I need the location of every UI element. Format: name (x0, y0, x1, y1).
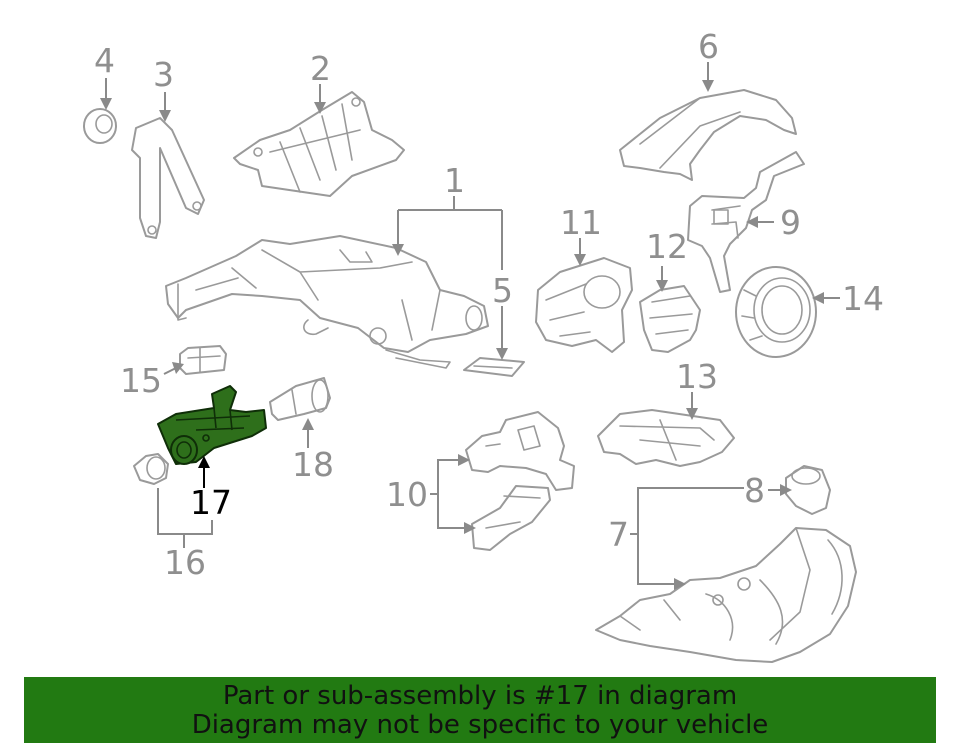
part-17-ignition-housing[interactable] (157, 385, 267, 465)
arrow-10b (464, 522, 476, 534)
arrow-15 (172, 362, 184, 374)
part-18-lock-cylinder[interactable] (269, 377, 331, 421)
arrow-3 (159, 110, 171, 122)
leader-15 (163, 367, 177, 375)
leader-1 (397, 196, 503, 270)
arrow-2 (314, 102, 326, 114)
callout-4[interactable]: 4 (94, 41, 115, 80)
part-6-upper-shroud[interactable] (619, 89, 797, 181)
callout-9[interactable]: 9 (780, 203, 801, 242)
part-3-bracket[interactable] (131, 117, 205, 239)
arrow-7 (674, 578, 686, 590)
arrow-14 (812, 292, 824, 304)
arrow-10a (458, 454, 470, 466)
callout-13[interactable]: 13 (676, 357, 718, 396)
callout-1[interactable]: 1 (444, 161, 465, 200)
part-10-bracket-lower[interactable] (471, 485, 551, 551)
leader-10 (430, 459, 466, 529)
callout-10[interactable]: 10 (386, 475, 428, 514)
part-2-mount-bracket[interactable] (233, 91, 405, 197)
callout-16[interactable]: 16 (164, 543, 206, 582)
callout-12[interactable]: 12 (646, 227, 688, 266)
arrow-11 (574, 254, 586, 266)
part-5-plate[interactable] (463, 357, 525, 377)
callout-2[interactable]: 2 (310, 49, 331, 88)
part-14-clockspring[interactable] (735, 266, 817, 358)
arrow-9 (746, 216, 758, 228)
part-7-lower-shroud[interactable] (595, 527, 857, 663)
part-8-knob[interactable] (785, 465, 831, 515)
callout-6[interactable]: 6 (698, 27, 719, 66)
callout-18[interactable]: 18 (292, 445, 334, 484)
callout-15[interactable]: 15 (120, 361, 162, 400)
callout-7[interactable]: 7 (608, 515, 629, 554)
part-16-cap[interactable] (133, 453, 169, 485)
arrow-13 (686, 408, 698, 420)
part-4-grommet[interactable] (83, 108, 117, 144)
arrow-8 (780, 484, 792, 496)
part-15-connector[interactable] (179, 345, 227, 375)
arrow-5 (496, 348, 508, 360)
banner-line-1: Part or sub-assembly is #17 in diagram (222, 681, 738, 711)
part-12-module[interactable] (639, 285, 701, 353)
part-10-bracket-upper[interactable] (465, 411, 575, 491)
arrow-17 (198, 456, 210, 468)
arrow-4 (100, 98, 112, 110)
callout-11[interactable]: 11 (560, 203, 602, 242)
leader-7 (630, 487, 744, 585)
callout-5[interactable]: 5 (492, 271, 513, 310)
part-11-switch-module[interactable] (535, 257, 633, 353)
callout-3[interactable]: 3 (153, 55, 174, 94)
arrow-18 (302, 418, 314, 430)
leader-16 (157, 488, 213, 548)
info-banner: Part or sub-assembly is #17 in diagram D… (24, 677, 936, 743)
arrow-12 (656, 280, 668, 292)
callout-8[interactable]: 8 (744, 471, 765, 510)
arrow-6 (702, 80, 714, 92)
callout-17[interactable]: 17 (190, 483, 232, 522)
arrow-1 (392, 244, 404, 256)
callout-14[interactable]: 14 (842, 279, 884, 318)
part-13-bracket[interactable] (597, 409, 735, 467)
part-1-steering-column[interactable] (165, 235, 489, 369)
banner-line-2: Diagram may not be specific to your vehi… (191, 710, 769, 740)
